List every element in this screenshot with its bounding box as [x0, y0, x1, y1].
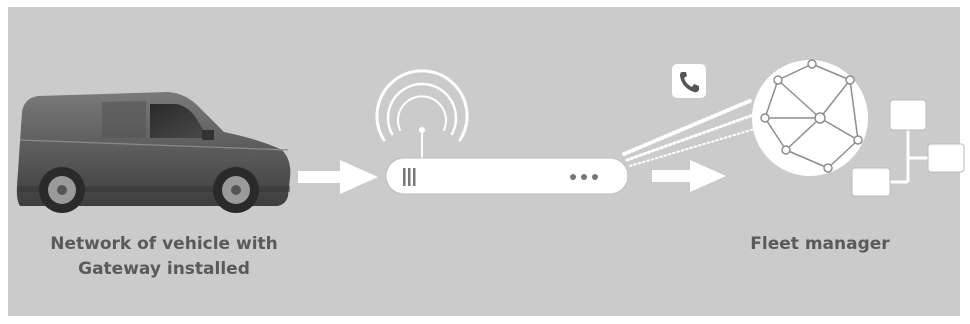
fleet-manager-caption: Fleet manager	[680, 232, 960, 257]
signal-beam	[624, 100, 758, 166]
fleet-manager-label: Fleet manager	[680, 232, 960, 257]
wireless-signal-icon	[377, 71, 467, 158]
vehicle-caption-line2: Gateway installed	[10, 257, 318, 282]
globe-network-icon	[752, 60, 868, 176]
vehicle-caption: Network of vehicle with Gateway installe…	[10, 232, 318, 282]
van-icon	[17, 92, 291, 213]
server-network-icon	[852, 100, 964, 196]
gateway-device-icon	[386, 158, 628, 194]
phone-icon	[672, 64, 706, 98]
arrow-icon	[298, 160, 378, 194]
vehicle-caption-line1: Network of vehicle with	[10, 232, 318, 257]
arrow-icon	[652, 160, 726, 192]
